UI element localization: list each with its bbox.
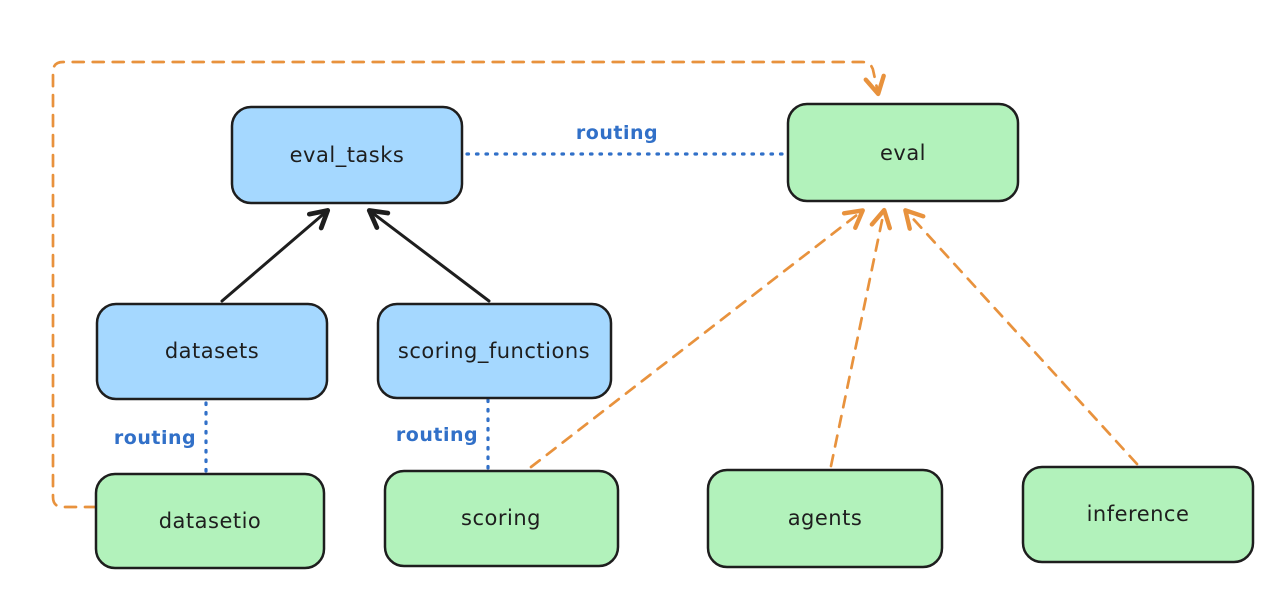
node-datasets: datasets xyxy=(95,302,329,401)
node-inference: inference xyxy=(1021,465,1255,564)
node-scoring-label: scoring xyxy=(461,506,541,530)
node-eval-tasks-label: eval_tasks xyxy=(290,143,405,168)
node-datasetio: datasetio xyxy=(94,472,326,570)
node-agents: agents xyxy=(706,468,944,569)
edge-inference-to-eval xyxy=(903,208,1139,466)
edge-agents-to-eval xyxy=(829,207,892,468)
node-scoring: scoring xyxy=(383,469,620,568)
edge-scoring-to-eval xyxy=(529,208,865,469)
edge-scoring-functions-to-eval-tasks xyxy=(366,208,491,303)
routing-label-top: routing xyxy=(576,122,658,144)
routing-label-scoring: routing xyxy=(396,424,478,446)
node-inference-label: inference xyxy=(1087,502,1190,526)
node-eval-tasks: eval_tasks xyxy=(230,105,464,205)
node-scoring-functions: scoring_functions xyxy=(376,302,613,400)
node-eval-label: eval xyxy=(880,141,926,165)
node-datasetio-label: datasetio xyxy=(159,509,262,533)
edge-datasets-to-eval-tasks xyxy=(220,208,331,303)
node-scoring-functions-label: scoring_functions xyxy=(398,339,590,364)
node-agents-label: agents xyxy=(788,506,863,530)
edge-datasetio-to-eval xyxy=(51,60,886,509)
routing-label-datasets: routing xyxy=(114,427,196,449)
node-eval: eval xyxy=(786,102,1020,203)
node-datasets-label: datasets xyxy=(165,339,259,363)
